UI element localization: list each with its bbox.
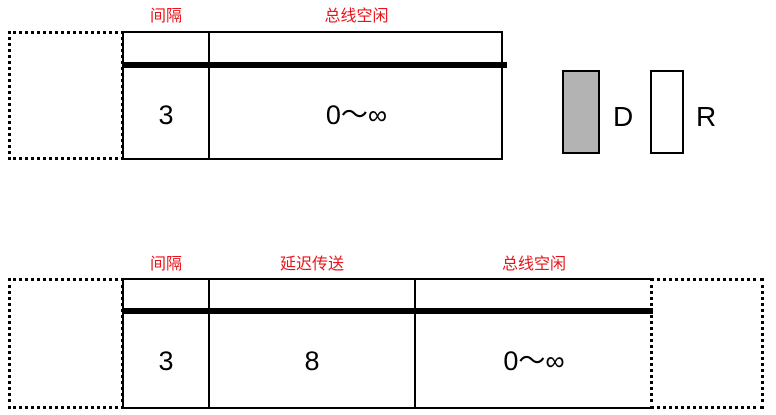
bottom-next-frame-box <box>650 278 764 409</box>
top-bus-line <box>122 62 507 68</box>
dominant-legend-swatch <box>562 70 600 154</box>
recessive-legend-swatch <box>650 70 684 154</box>
bottom-previous-frame-box <box>8 278 124 409</box>
top-divider-gap-idle <box>208 31 210 160</box>
top-segment-frame <box>122 31 503 160</box>
top-previous-frame-box <box>8 31 124 160</box>
dominant-legend-label: D <box>613 101 634 132</box>
recessive-legend-label: R <box>696 101 717 132</box>
top-idle-value: 0～∞ <box>325 100 388 130</box>
bottom-divider-delay-idle <box>414 278 416 409</box>
bottom-idle-value: 0～∞ <box>503 346 565 376</box>
bottom-divider-gap-delay <box>208 278 210 409</box>
top-idle-label: 总线空闲 <box>324 6 389 25</box>
bottom-segment-frame <box>122 278 653 409</box>
bottom-delay-label: 延迟传送 <box>279 254 344 273</box>
bottom-delay-value: 8 <box>304 346 320 376</box>
bottom-bus-line <box>122 308 653 314</box>
top-gap-value: 3 <box>158 100 174 130</box>
bottom-gap-label: 间隔 <box>149 254 182 273</box>
bottom-gap-value: 3 <box>158 346 174 376</box>
top-gap-label: 间隔 <box>149 6 182 25</box>
bottom-idle-label: 总线空闲 <box>501 254 566 273</box>
